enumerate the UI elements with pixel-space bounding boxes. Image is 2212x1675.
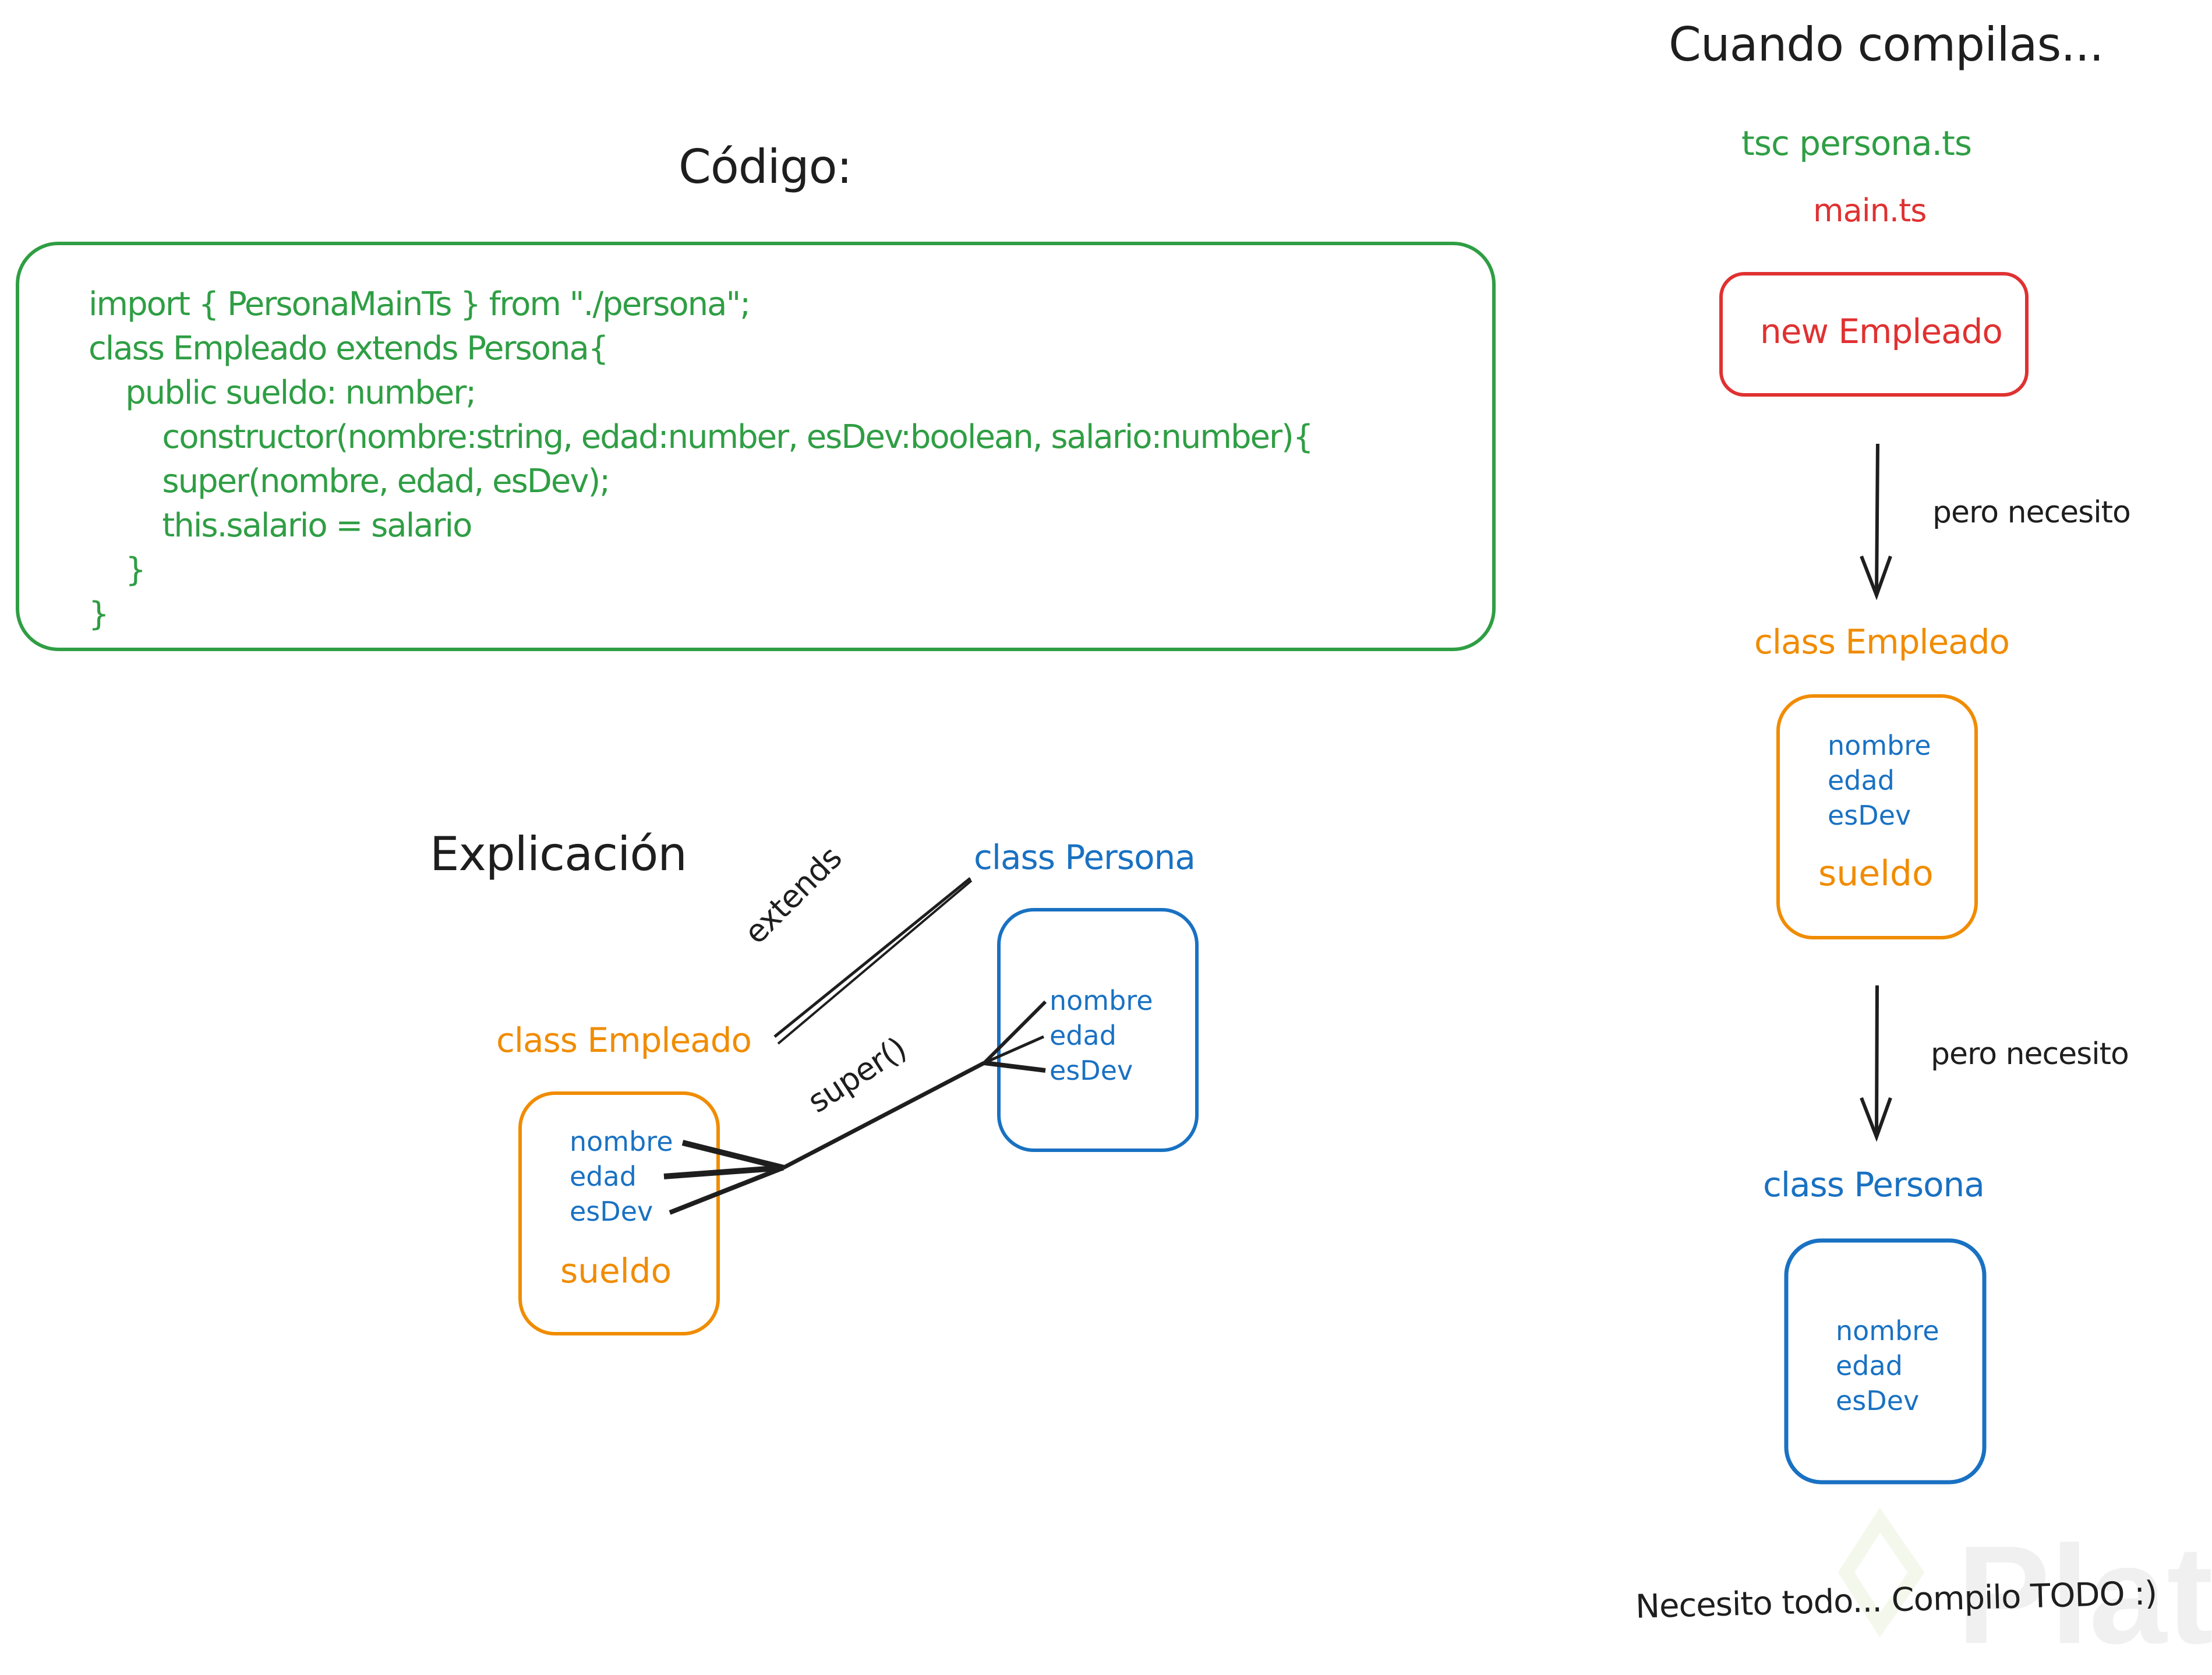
compile-persona-label: class Persona — [1763, 1165, 1985, 1204]
explain-persona-box-border — [997, 908, 1199, 1152]
compile-empleado-own-field: sueldo — [1818, 853, 1934, 894]
code-line: import { PersonaMainTs } from "./persona… — [89, 285, 751, 323]
code-line: public sueldo: number; — [89, 374, 476, 412]
step-2-label: pero necesito — [1931, 1037, 2129, 1072]
code-line: } — [89, 551, 146, 589]
field-nombre: nombre — [1836, 1315, 1939, 1347]
explain-persona-fields: nombre edad esDev — [1050, 983, 1153, 1088]
arrow-1-head — [1860, 555, 1892, 600]
code-line: } — [89, 595, 109, 633]
field-nombre: nombre — [570, 1126, 673, 1157]
arrow-1-shaft — [1875, 443, 1879, 595]
explain-empleado-fields: nombre edad esDev — [570, 1124, 673, 1229]
platzi-logo-icon — [1838, 1507, 1925, 1638]
compile-persona-box-border — [1784, 1238, 1987, 1485]
field-esdev: esDev — [1836, 1385, 1920, 1416]
super-branch-nombre — [681, 1140, 785, 1171]
code-line: class Empleado extends Persona{ — [89, 330, 609, 367]
compile-empleado-fields: nombre edad esDev — [1828, 728, 1931, 833]
code-line: super(nombre, edad, esDev); — [89, 462, 610, 500]
super-branch-edad — [663, 1165, 784, 1179]
compile-file: main.ts — [1813, 192, 1927, 229]
arrow-2-head — [1860, 1097, 1892, 1142]
extends-line-b — [777, 879, 973, 1045]
parent-branch-edad — [983, 1035, 1045, 1065]
field-esdev: esDev — [1828, 800, 1911, 831]
field-nombre: nombre — [1828, 730, 1931, 761]
connector-layer — [16, 242, 2029, 1638]
explain-persona-label: class Persona — [974, 838, 1196, 877]
code-box-border — [16, 242, 1496, 651]
explain-empleado-own-field: sueldo — [560, 1251, 672, 1291]
field-esdev: esDev — [570, 1196, 653, 1227]
compile-command: tsc persona.ts — [1741, 123, 1972, 163]
parent-branch-nombre — [983, 1000, 1047, 1065]
code-section-title: Código: — [679, 140, 852, 194]
field-edad: edad — [1050, 1020, 1116, 1051]
field-edad: edad — [1836, 1350, 1903, 1381]
step-1-label: pero necesito — [1932, 495, 2131, 530]
parent-branch-esdev — [984, 1061, 1046, 1073]
code-line: constructor(nombre:string, edad:number, … — [89, 418, 1313, 456]
field-esdev: esDev — [1050, 1055, 1133, 1086]
explanation-title: Explicación — [430, 827, 687, 881]
compile-persona-fields: nombre edad esDev — [1836, 1313, 1939, 1418]
super-line — [782, 1061, 985, 1170]
field-edad: edad — [1828, 765, 1895, 796]
compile-empleado-box-border — [1776, 694, 1978, 939]
new-empleado-text: new Empleado — [1760, 312, 2003, 351]
explain-empleado-label: class Empleado — [496, 1020, 752, 1060]
compile-empleado-label: class Empleado — [1754, 622, 2010, 662]
field-nombre: nombre — [1050, 985, 1153, 1016]
extends-line-a — [773, 877, 971, 1038]
new-empleado-box-border — [1719, 272, 2029, 397]
code-line: this.salario = salario — [89, 507, 472, 545]
field-edad: edad — [570, 1161, 637, 1192]
super-branch-esdev — [669, 1165, 785, 1215]
compile-title: Cuando compilas... — [1669, 17, 2104, 72]
explain-empleado-box-border — [518, 1091, 720, 1335]
